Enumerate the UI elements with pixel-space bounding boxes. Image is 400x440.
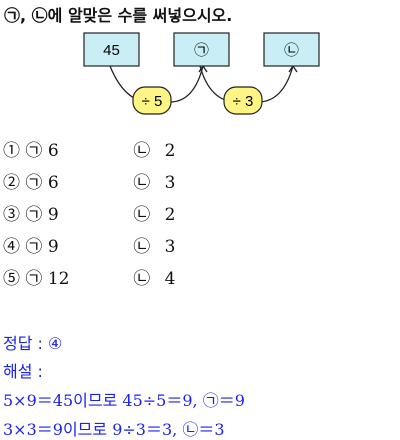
nieun-value: 3 <box>164 237 176 257</box>
choice-1[interactable]: ① ㉠ 6 ㉡ 2 <box>3 136 175 161</box>
giyeok-value: 9 <box>47 205 59 225</box>
explanation-math: 3×3＝9 <box>3 420 63 439</box>
explanation-line-2: 3×3＝9이므로 9÷3＝3, ㉡＝3 <box>3 416 225 440</box>
giyeok-value: 9 <box>47 237 59 257</box>
svg-text:㉡: ㉡ <box>284 41 299 59</box>
nieun-marker: ㉡ <box>133 173 151 193</box>
nieun-marker: ㉡ <box>133 237 151 257</box>
explanation-math: 5×9＝45 <box>3 391 74 410</box>
operation-divide-3: ÷ 3 <box>223 86 263 115</box>
svg-text:÷ 3: ÷ 3 <box>233 93 254 110</box>
answer-label: 정답 : <box>3 334 49 353</box>
answer-line: 정답 : ④ <box>3 330 62 354</box>
nieun-value: 3 <box>164 173 176 193</box>
answer-value: ④ <box>48 334 63 353</box>
choice-number: ⑤ <box>3 269 20 289</box>
box-nieun: ㉡ <box>263 32 320 67</box>
nieun-value: 2 <box>164 205 176 225</box>
nieun-value: 4 <box>164 269 176 289</box>
giyeok-marker: ㉠ <box>25 141 43 161</box>
box-giyeok: ㉠ <box>173 32 230 67</box>
choice-3[interactable]: ③ ㉠ 9 ㉡ 2 <box>3 200 175 225</box>
box-start: 45 <box>83 32 140 67</box>
operation-divide-5: ÷ 5 <box>132 86 172 115</box>
choice-number: ④ <box>3 237 20 257</box>
explanation-connector: 이므로 <box>73 391 123 410</box>
nieun-marker: ㉡ <box>133 205 151 225</box>
arrow-arc-2 <box>169 65 204 103</box>
choice-4[interactable]: ④ ㉠ 9 ㉡ 3 <box>3 232 175 257</box>
division-flow-diagram: 45 ㉠ ㉡ ÷ 5 ÷ 3 <box>83 32 320 115</box>
explanation-result: 45÷5＝9, ㉠＝9 <box>122 391 245 410</box>
giyeok-marker: ㉠ <box>25 173 43 193</box>
arrowhead-2 <box>288 64 298 73</box>
question-text: ㉠, ㉡에 알맞은 수를 써넣으시오. <box>4 6 233 25</box>
arrow-arc-4 <box>257 65 294 103</box>
nieun-marker: ㉡ <box>133 269 151 289</box>
nieun-marker: ㉡ <box>133 141 151 161</box>
giyeok-marker: ㉠ <box>25 205 43 225</box>
giyeok-value: 6 <box>47 173 59 193</box>
explanation-connector: 이므로 <box>62 420 113 439</box>
choice-number: ① <box>3 141 20 161</box>
svg-text:45: 45 <box>103 42 120 59</box>
svg-text:㉠: ㉠ <box>194 41 209 59</box>
giyeok-value: 12 <box>47 269 70 289</box>
choice-number: ③ <box>3 205 20 225</box>
choice-number: ② <box>3 173 20 193</box>
giyeok-value: 6 <box>47 141 59 161</box>
nieun-value: 2 <box>164 141 176 161</box>
svg-text:÷ 5: ÷ 5 <box>142 93 163 110</box>
choice-2[interactable]: ② ㉠ 6 ㉡ 3 <box>3 168 175 193</box>
explanation-label: 해설 : <box>3 362 43 381</box>
explanation-line-1: 5×9＝45이므로 45÷5＝9, ㉠＝9 <box>3 387 245 411</box>
giyeok-marker: ㉠ <box>25 237 43 257</box>
explanation-result: 9÷3＝3, ㉡＝3 <box>112 420 225 439</box>
giyeok-marker: ㉠ <box>25 269 43 289</box>
choice-5[interactable]: ⑤ ㉠ 12 ㉡ 4 <box>3 264 175 289</box>
